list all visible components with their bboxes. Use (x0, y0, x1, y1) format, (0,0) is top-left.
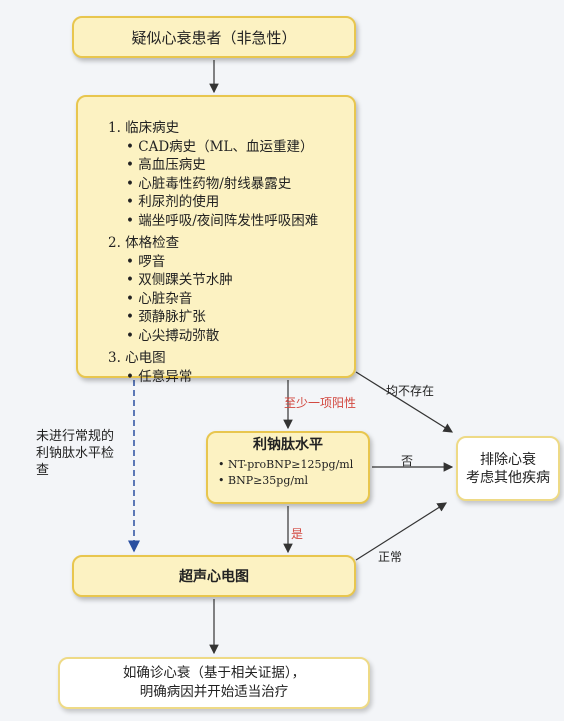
at-least-one-positive-label: 至少一项阳性 (284, 396, 357, 410)
arrow-echo-to-exclude (355, 502, 448, 561)
section-title: 1. 临床病史 (108, 120, 180, 136)
section-title: 3. 心电图 (108, 350, 166, 366)
list-item: • 高血压病史 (126, 157, 206, 173)
none-present-label: 均不存在 (386, 384, 435, 398)
echocardiography-text: 超声心电图 (179, 569, 249, 585)
section-exam: 2. 体格检查 • 啰音 • 双侧踝关节水肿 • 心脏杂音 • 颈静脉扩张 • … (108, 234, 354, 345)
arrow-criteria-to-exclude (355, 371, 454, 433)
list-item: • 心脏杂音 (126, 290, 193, 307)
section-ecg: 3. 心电图 • 任意异常 (108, 349, 354, 386)
section-title: 2. 体格检查 (108, 235, 180, 251)
list-item: • 利尿剂的使用 (126, 194, 220, 210)
suspected-hf-text: 疑似心衰患者（非急性） (131, 28, 297, 47)
natriuretic-peptide-box: 利钠肽水平 • NT-proBNP≥125pg/ml • BNP≥35pg/ml (206, 431, 370, 504)
list-item: • 啰音 (126, 253, 166, 270)
consider-other-disease-line: 考虑其他疾病 (466, 469, 550, 486)
confirm-hf-box: 如确诊心衰（基于相关证据）， 明确病因并开始适当治疗 (58, 657, 370, 709)
list-item: • 心脏毒性药物/射线暴露史 (126, 175, 292, 192)
list-item: • 颈静脉扩张 (126, 309, 206, 325)
echocardiography-box: 超声心电图 (72, 555, 356, 597)
bnp-threshold-ntprobnp: • NT-proBNP≥125pg/ml (218, 458, 354, 471)
list-item: • 心尖搏动弥散 (126, 327, 220, 344)
no-routine-bnp-note: 未进行常规的利钠肽水平检查 (36, 429, 115, 478)
list-item: • 双侧踝关节水肿 (126, 272, 233, 288)
section-history: 1. 临床病史 • CAD病史（ML、血运重建） • 高血压病史 • 心脏毒性药… (108, 119, 354, 230)
list-item: • 端坐呼吸/夜间阵发性呼吸困难 (126, 212, 319, 229)
bnp-title: 利钠肽水平 (253, 437, 323, 453)
exclude-hf-line: 排除心衰 (480, 451, 536, 468)
no-label: 否 (401, 454, 414, 468)
bnp-threshold-bnp: • BNP≥35pg/ml (218, 474, 309, 487)
confirm-hf-line: 如确诊心衰（基于相关证据）， (122, 665, 306, 681)
exclude-hf-box: 排除心衰 考虑其他疾病 (456, 436, 560, 501)
list-item: • 任意异常 (126, 368, 193, 385)
list-item: • CAD病史（ML、血运重建） (126, 138, 314, 155)
treatment-line: 明确病因并开始适当治疗 (139, 684, 289, 700)
yes-label: 是 (291, 527, 304, 541)
clinical-criteria-box: 1. 临床病史 • CAD病史（ML、血运重建） • 高血压病史 • 心脏毒性药… (76, 95, 356, 385)
suspected-hf-box: 疑似心衰患者（非急性） (72, 16, 356, 58)
normal-label: 正常 (378, 550, 403, 564)
